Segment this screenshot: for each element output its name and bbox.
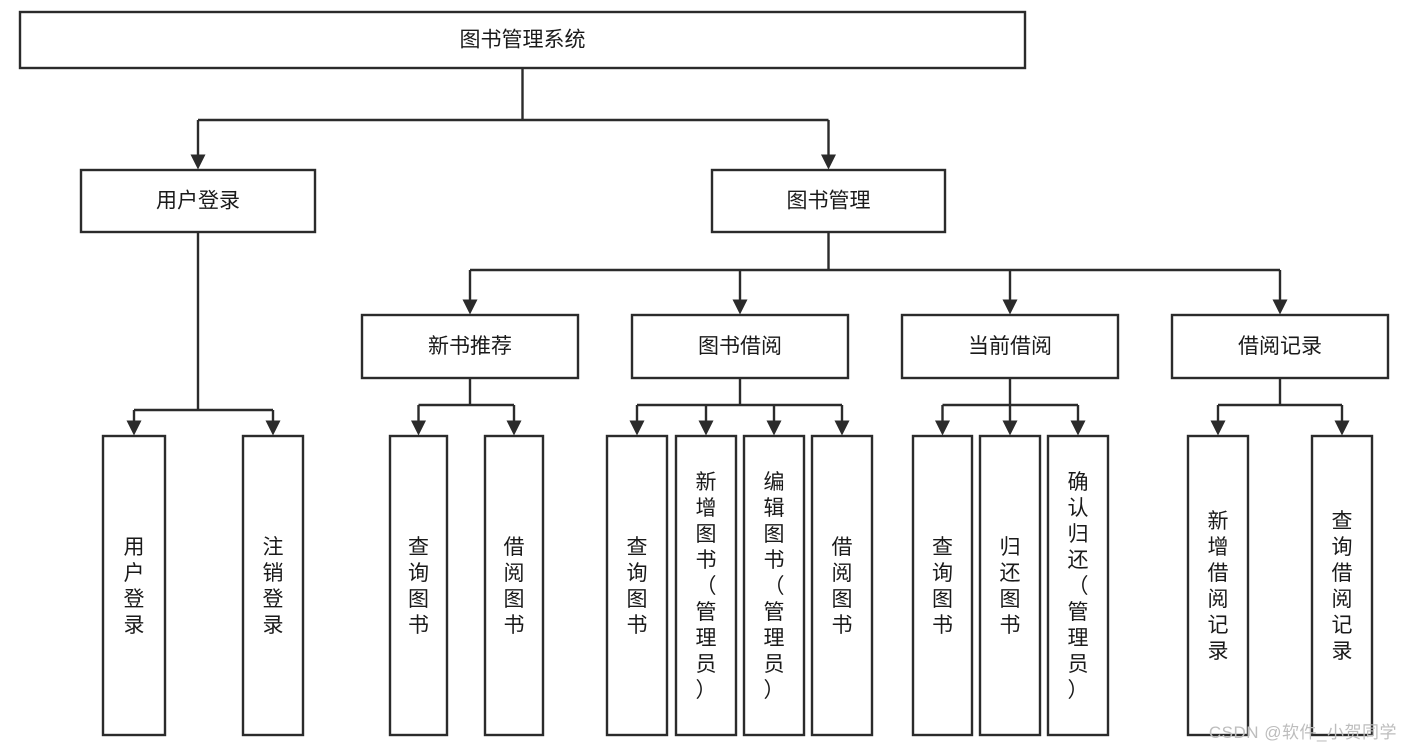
edge-root-arrow-0 [190, 154, 206, 170]
edge-book-manage-arrow-3 [1272, 299, 1288, 315]
node-leaf-query-book-rec[interactable]: 查询图书 [388, 434, 449, 737]
node-new-book-recommend-rect [360, 313, 580, 380]
node-book-manage[interactable]: 图书管理 [710, 168, 947, 234]
edge-book-manage-arrow-2 [1002, 299, 1018, 315]
node-book-borrow[interactable]: 图书借阅 [630, 313, 850, 380]
node-leaf-user-login-rect [101, 434, 167, 737]
node-book-manage-label: 图书管理 [787, 190, 871, 213]
node-borrow-record[interactable]: 借阅记录 [1170, 313, 1390, 380]
node-book-borrow-rect [630, 313, 850, 380]
node-leaf-logout-label: 注销登录 [263, 536, 284, 637]
edge-current-borrow-arrow-1 [1002, 420, 1018, 436]
node-leaf-query-book-rec-rect [388, 434, 449, 737]
node-root[interactable]: 图书管理系统 [18, 10, 1027, 70]
node-leaf-return-book-label: 归还图书 [1000, 536, 1021, 637]
node-leaf-query-book-borrow[interactable]: 查询图书 [605, 434, 669, 737]
node-leaf-edit-book[interactable]: 编辑图书（管理员） [742, 434, 806, 737]
node-user-login-rect [79, 168, 317, 234]
node-leaf-user-login-label: 用户登录 [124, 536, 145, 637]
edge-borrow-record-arrow-0 [1210, 420, 1226, 436]
node-leaf-return-book[interactable]: 归还图书 [978, 434, 1042, 737]
node-borrow-record-label: 借阅记录 [1238, 335, 1322, 358]
edge-current-borrow-arrow-2 [1070, 420, 1086, 436]
node-root-rect [18, 10, 1027, 70]
node-borrow-record-rect [1170, 313, 1390, 380]
node-leaf-user-login[interactable]: 用户登录 [101, 434, 167, 737]
node-leaf-edit-book-label: 编辑图书（管理员） [764, 471, 785, 702]
edge-root-arrow-1 [821, 154, 836, 170]
node-leaf-query-borrow-record-label: 查询借阅记录 [1332, 510, 1353, 663]
node-leaf-logout-rect [241, 434, 305, 737]
edge-borrow-record-arrow-1 [1334, 420, 1350, 436]
edge-book-borrow-arrow-0 [629, 420, 645, 436]
edge-user-login-arrow-0 [126, 420, 142, 436]
node-leaf-add-borrow-record-label: 新增借阅记录 [1208, 510, 1229, 663]
node-leaf-query-book-current[interactable]: 查询图书 [911, 434, 974, 737]
node-leaf-add-book-label: 新增图书（管理员） [696, 471, 717, 702]
node-leaf-borrow-book-label: 借阅图书 [832, 536, 853, 637]
node-current-borrow-label: 当前借阅 [968, 335, 1052, 358]
node-leaf-add-book[interactable]: 新增图书（管理员） [674, 434, 738, 737]
node-leaf-borrow-book-rec[interactable]: 借阅图书 [483, 434, 545, 737]
node-leaf-borrow-book-rec-label: 借阅图书 [504, 536, 525, 637]
node-new-book-recommend-label: 新书推荐 [428, 335, 512, 358]
edge-new-book-recommend-arrow-0 [411, 420, 426, 436]
node-leaf-borrow-book-rect [810, 434, 874, 737]
node-user-login[interactable]: 用户登录 [79, 168, 317, 234]
edge-book-manage-arrow-1 [732, 299, 748, 315]
node-new-book-recommend[interactable]: 新书推荐 [360, 313, 580, 380]
node-current-borrow-rect [900, 313, 1120, 380]
node-book-manage-rect [710, 168, 947, 234]
node-leaf-add-borrow-record[interactable]: 新增借阅记录 [1186, 434, 1250, 737]
node-leaf-add-book-rect [674, 434, 738, 737]
node-leaf-query-book-current-rect [911, 434, 974, 737]
edge-book-borrow-arrow-1 [698, 420, 714, 436]
edge-book-borrow-arrow-3 [834, 420, 850, 436]
edge-book-manage-arrow-0 [462, 299, 478, 315]
node-leaf-query-borrow-record-rect [1310, 434, 1374, 737]
node-leaf-borrow-book-rec-rect [483, 434, 545, 737]
node-leaf-query-book-borrow-label: 查询图书 [627, 536, 648, 637]
node-book-borrow-label: 图书借阅 [698, 335, 782, 358]
node-leaf-confirm-return-rect [1046, 434, 1110, 737]
boxes-layer: 图书管理系统用户登录图书管理新书推荐图书借阅当前借阅借阅记录用户登录注销登录查询… [18, 10, 1390, 737]
node-user-login-label: 用户登录 [156, 190, 240, 213]
node-leaf-logout[interactable]: 注销登录 [241, 434, 305, 737]
node-leaf-query-book-rec-label: 查询图书 [408, 536, 429, 637]
node-leaf-edit-book-rect [742, 434, 806, 737]
node-leaf-query-book-current-label: 查询图书 [932, 536, 953, 637]
node-leaf-return-book-rect [978, 434, 1042, 737]
node-leaf-add-borrow-record-rect [1186, 434, 1250, 737]
node-leaf-confirm-return[interactable]: 确认归还（管理员） [1046, 434, 1110, 737]
edge-current-borrow-arrow-0 [935, 420, 950, 436]
node-current-borrow[interactable]: 当前借阅 [900, 313, 1120, 380]
node-leaf-confirm-return-label: 确认归还（管理员） [1068, 471, 1089, 702]
node-leaf-borrow-book[interactable]: 借阅图书 [810, 434, 874, 737]
edge-user-login-arrow-1 [265, 420, 281, 436]
edge-book-borrow-arrow-2 [766, 420, 782, 436]
node-root-label: 图书管理系统 [460, 29, 586, 52]
node-leaf-query-book-borrow-rect [605, 434, 669, 737]
edge-new-book-recommend-arrow-1 [506, 420, 522, 436]
node-leaf-query-borrow-record[interactable]: 查询借阅记录 [1310, 434, 1374, 737]
connectors-layer [126, 68, 1350, 436]
